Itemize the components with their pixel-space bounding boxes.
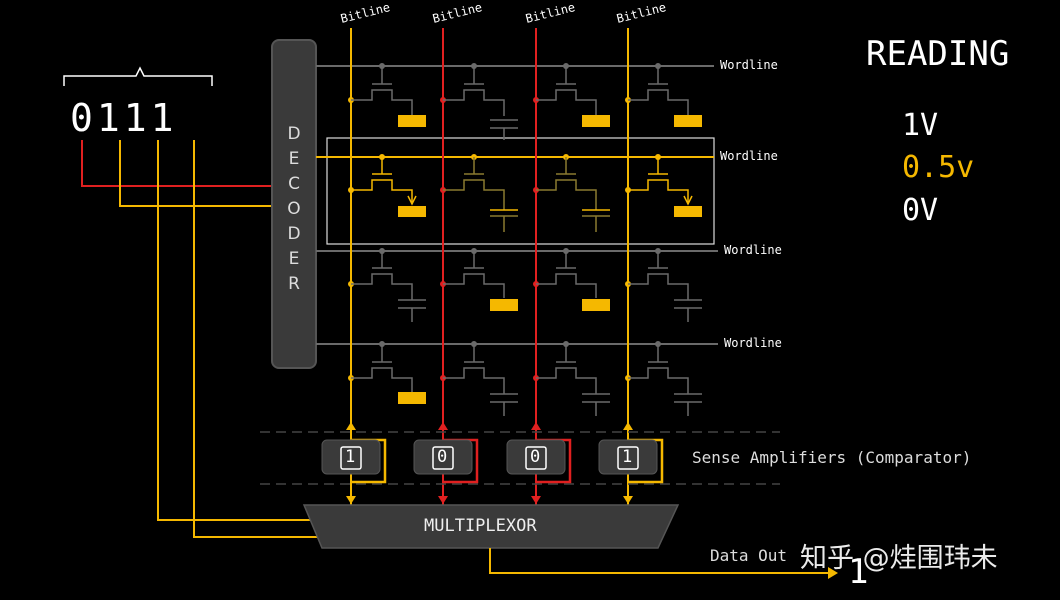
voltage-legend-low: 0V	[902, 193, 939, 228]
decoder-letter: R	[288, 274, 300, 294]
multiplexor-label: MULTIPLEXOR	[424, 516, 537, 536]
arrow-up-4	[623, 422, 633, 430]
sense-amp-1	[321, 439, 381, 475]
cap-charged-r4-c1	[398, 392, 426, 404]
cell-r4-c3	[533, 341, 610, 416]
cell-r4-c1	[348, 341, 413, 392]
cell-r2-c4	[625, 154, 693, 206]
cap-charged-r1-c3	[582, 115, 610, 127]
sense-amp-value-2: 0	[437, 447, 448, 467]
cell-r4-c4	[625, 341, 702, 416]
cell-r1-c4	[625, 63, 689, 116]
decoder-letter: C	[288, 174, 300, 194]
sense-amp-4	[598, 439, 658, 475]
wordline-label-2: Wordline	[720, 149, 778, 163]
cap-charged-r2-c4	[674, 206, 702, 217]
decoder-letter: O	[287, 199, 301, 219]
address-wire-3	[193, 140, 318, 538]
memory-cells	[348, 63, 702, 416]
sense-amp-3	[506, 439, 566, 475]
address-brace	[63, 66, 213, 86]
decoder-letter: D	[287, 124, 301, 144]
cell-r1-c2	[440, 63, 518, 140]
decoder-letter: E	[288, 149, 300, 169]
cell-r3-c4	[625, 248, 702, 322]
address-bits: 0111	[70, 96, 178, 140]
cell-r2-c3	[533, 154, 610, 232]
decoder-letter: D	[287, 224, 301, 244]
wordline-label-3: Wordline	[724, 243, 782, 257]
sense-amplifiers-label: Sense Amplifiers (Comparator)	[692, 448, 972, 467]
reading-title: READING	[866, 34, 1010, 74]
arrow-up-2	[438, 422, 448, 430]
cell-r3-c3	[533, 248, 597, 298]
selected-row-box	[326, 137, 715, 245]
data-out-arrow	[828, 567, 838, 579]
cell-r1-c3	[533, 63, 597, 116]
arrow-down-3	[531, 496, 541, 504]
sense-amp-value-1: 1	[345, 447, 356, 467]
cap-charged-r3-c3	[582, 299, 610, 311]
arrow-down-4	[623, 496, 633, 504]
decoder-block	[271, 39, 317, 369]
data-out-wire	[489, 548, 832, 574]
multiplexor-block	[302, 504, 680, 549]
voltage-legend-high: 1V	[902, 108, 939, 143]
address-wire-1	[119, 140, 276, 207]
cap-charged-r3-c2	[490, 299, 518, 311]
cell-r3-c1	[348, 248, 426, 322]
cap-charged-r1-c4	[674, 115, 702, 127]
cell-r2-c1	[348, 154, 417, 206]
wordline-label-1: Wordline	[720, 58, 778, 72]
cell-r3-c2	[440, 248, 505, 298]
cap-charged-r2-c1	[398, 206, 426, 217]
cell-r4-c2	[440, 341, 518, 416]
voltage-legend-mid: 0.5v	[902, 150, 975, 185]
cell-r2-c2	[440, 154, 518, 232]
arrow-up-1	[346, 422, 356, 430]
cap-charged-r1-c1	[398, 115, 426, 127]
sense-amp-value-4: 1	[622, 447, 633, 467]
data-out-value: 1	[848, 552, 869, 592]
wordline-label-4: Wordline	[724, 336, 782, 350]
watermark: 知乎 @烓围玮未	[800, 543, 998, 574]
arrow-down-1	[346, 496, 356, 504]
address-wire-2	[157, 140, 312, 521]
arrow-down-2	[438, 496, 448, 504]
address-wire-0	[81, 140, 276, 187]
arrow-up-3	[531, 422, 541, 430]
cell-r1-c1	[348, 63, 413, 116]
decoder-letter: E	[288, 249, 300, 269]
data-out-label: Data Out	[710, 546, 788, 565]
sense-amp-2	[413, 439, 473, 475]
sense-amp-value-3: 0	[530, 447, 541, 467]
